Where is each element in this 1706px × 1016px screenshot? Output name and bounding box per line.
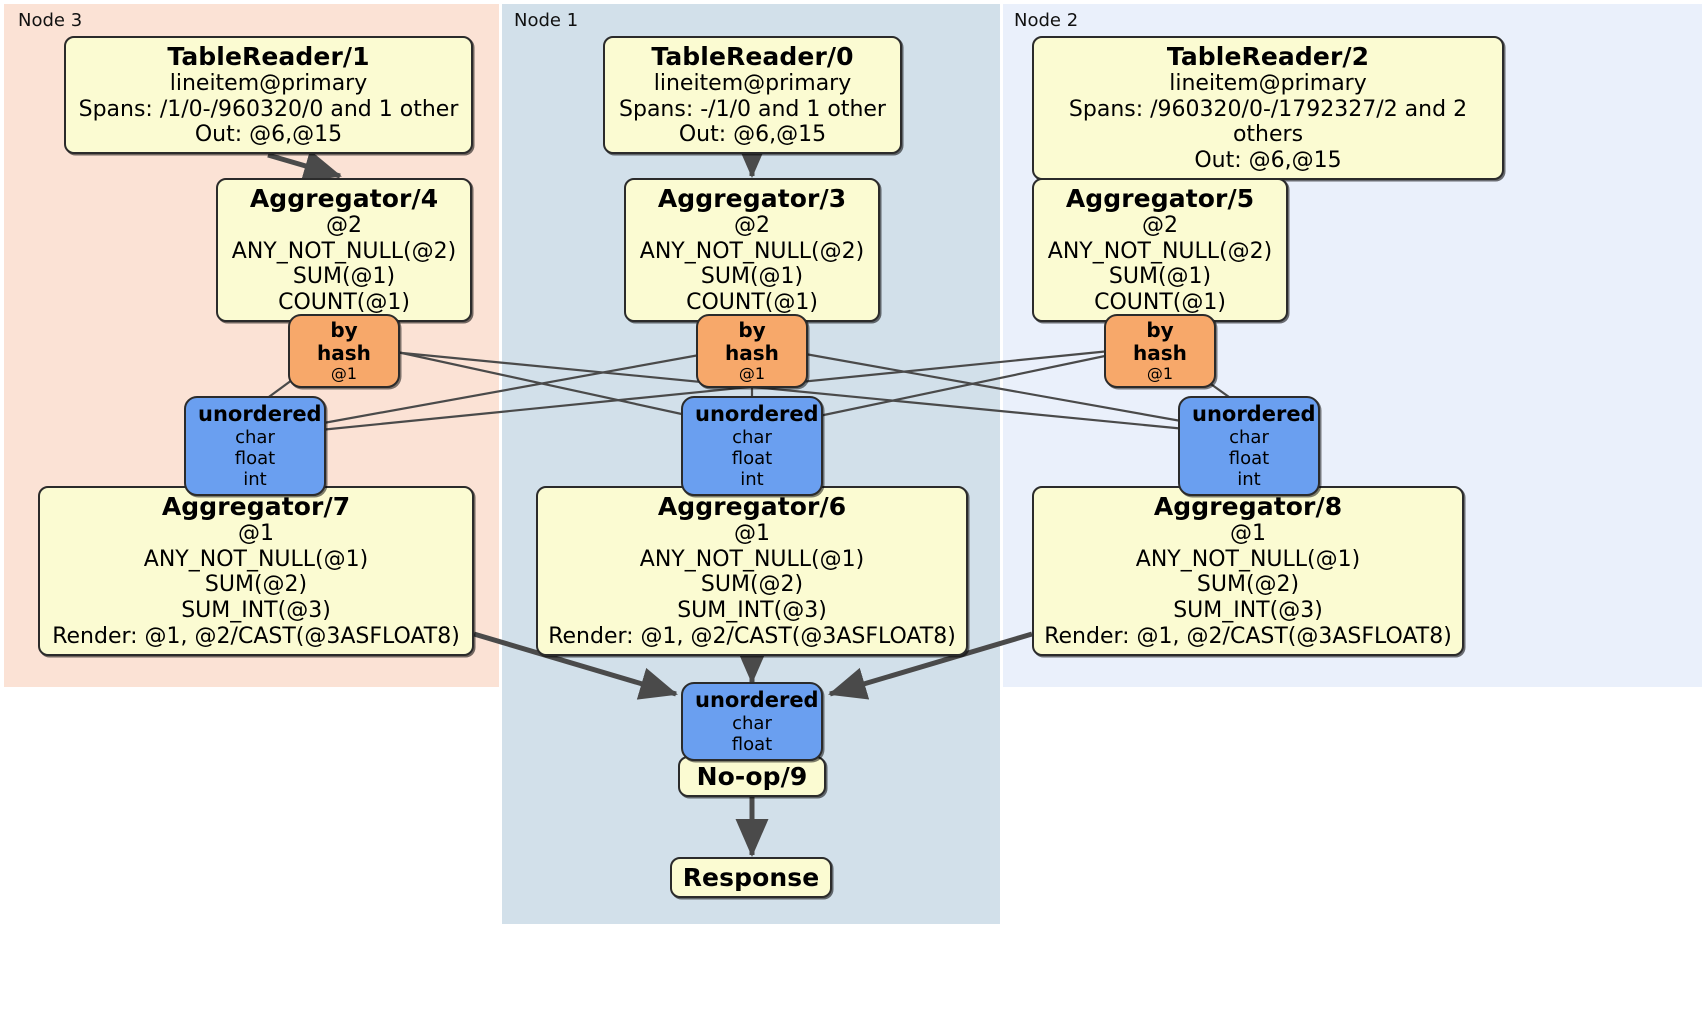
processor-agg-2: SUM(@1) — [1108, 264, 1212, 290]
processor-title: Aggregator/5 — [1065, 184, 1255, 213]
processor-table: lineitem@primary — [169, 71, 368, 96]
sync-type-1: char — [235, 426, 275, 448]
sync-title: unordered — [695, 402, 819, 426]
processor-response[interactable]: Response — [670, 857, 832, 898]
output-router-by-hash-node-1[interactable]: by hash @1 — [696, 314, 808, 389]
processor-aggregator-4[interactable]: Aggregator/4 @2 ANY_NOT_NULL(@2) SUM(@1)… — [216, 178, 472, 322]
router-column: @1 — [738, 364, 766, 383]
processor-tablereader-node-1[interactable]: TableReader/0 lineitem@primary Spans: -/… — [603, 36, 902, 155]
sync-type-2: float — [731, 734, 773, 755]
processor-no-op-9[interactable]: No-op/9 — [678, 756, 826, 797]
sync-type-1: char — [732, 426, 772, 448]
processor-group-col: @1 — [238, 521, 274, 546]
processor-spans: Spans: -/1/0 and 1 other — [619, 96, 886, 122]
router-column: @1 — [330, 364, 358, 383]
sync-type-2: float — [731, 448, 773, 469]
output-router-by-hash-node-3[interactable]: by hash @1 — [288, 314, 400, 389]
processor-title: Response — [682, 863, 820, 892]
sync-type-3: int — [1237, 469, 1261, 491]
router-column: @1 — [1146, 364, 1174, 383]
processor-aggregator-7[interactable]: Aggregator/7 @1 ANY_NOT_NULL(@1) SUM(@2)… — [38, 486, 474, 656]
sync-type-3: int — [243, 469, 267, 491]
swimlane-label-node-2: Node 2 — [1014, 10, 1079, 31]
processor-agg-2: SUM(@2) — [204, 572, 308, 598]
sync-type-2: float — [1228, 448, 1270, 469]
processor-agg-2: SUM(@2) — [1196, 572, 1300, 598]
processor-agg-1: ANY_NOT_NULL(@2) — [639, 238, 865, 264]
input-sync-unordered-final[interactable]: unordered char float — [681, 682, 823, 762]
sync-type-2: float — [234, 448, 276, 469]
output-router-by-hash-node-2[interactable]: by hash @1 — [1104, 314, 1216, 389]
processor-table: lineitem@primary — [1169, 71, 1367, 96]
processor-title: TableReader/0 — [651, 42, 854, 71]
processor-out: Out: @6,@15 — [194, 122, 343, 148]
processor-title: Aggregator/6 — [657, 492, 847, 521]
input-sync-unordered-node-1[interactable]: unordered char float int — [681, 396, 823, 497]
processor-agg-3: SUM_INT(@3) — [1173, 598, 1323, 624]
processor-agg-3: COUNT(@1) — [686, 290, 818, 316]
processor-title: Aggregator/8 — [1153, 492, 1343, 521]
processor-agg-3: SUM_INT(@3) — [181, 598, 331, 624]
sync-type-3: int — [740, 469, 764, 491]
router-title: by hash — [1133, 318, 1187, 365]
processor-render: Render: @1, @2/CAST(@3ASFLOAT8) — [548, 623, 956, 649]
processor-tablereader-node-3[interactable]: TableReader/1 lineitem@primary Spans: /1… — [64, 36, 473, 155]
processor-table: lineitem@primary — [653, 71, 852, 96]
processor-agg-1: ANY_NOT_NULL(@2) — [231, 238, 457, 264]
input-sync-unordered-node-2[interactable]: unordered char float int — [1178, 396, 1320, 497]
router-title: by hash — [317, 318, 371, 365]
processor-title: TableReader/1 — [167, 42, 370, 71]
processor-agg-2: SUM(@2) — [700, 572, 804, 598]
processor-spans: Spans: /1/0-/960320/0 and 1 other — [78, 96, 459, 122]
processor-group-col: @1 — [1230, 521, 1266, 546]
sync-title: unordered — [1192, 402, 1316, 426]
processor-render: Render: @1, @2/CAST(@3ASFLOAT8) — [52, 623, 460, 649]
processor-agg-3: COUNT(@1) — [1094, 290, 1226, 316]
processor-aggregator-8[interactable]: Aggregator/8 @1 ANY_NOT_NULL(@1) SUM(@2)… — [1032, 486, 1464, 656]
processor-out: Out: @6,@15 — [678, 122, 827, 148]
processor-agg-1: ANY_NOT_NULL(@1) — [1135, 546, 1361, 572]
processor-agg-3: SUM_INT(@3) — [677, 598, 827, 624]
input-sync-unordered-node-3[interactable]: unordered char float int — [184, 396, 326, 497]
processor-aggregator-5[interactable]: Aggregator/5 @2 ANY_NOT_NULL(@2) SUM(@1)… — [1032, 178, 1288, 322]
processor-agg-1: ANY_NOT_NULL(@1) — [143, 546, 369, 572]
processor-render: Render: @1, @2/CAST(@3ASFLOAT8) — [1044, 623, 1452, 649]
sync-type-1: char — [1229, 426, 1269, 448]
processor-aggregator-6[interactable]: Aggregator/6 @1 ANY_NOT_NULL(@1) SUM(@2)… — [536, 486, 968, 656]
processor-spans: Spans: /960320/0-/1792327/2 and 2 others — [1068, 96, 1468, 148]
processor-agg-3: COUNT(@1) — [278, 290, 410, 316]
processor-group-col: @2 — [734, 213, 770, 238]
processor-aggregator-3[interactable]: Aggregator/3 @2 ANY_NOT_NULL(@2) SUM(@1)… — [624, 178, 880, 322]
processor-agg-1: ANY_NOT_NULL(@1) — [639, 546, 865, 572]
processor-group-col: @1 — [734, 521, 770, 546]
processor-out: Out: @6,@15 — [1194, 148, 1342, 174]
processor-group-col: @2 — [326, 213, 362, 238]
processor-agg-2: SUM(@1) — [292, 264, 396, 290]
processor-agg-1: ANY_NOT_NULL(@2) — [1047, 238, 1273, 264]
processor-title: Aggregator/4 — [249, 184, 439, 213]
sync-title: unordered — [198, 402, 322, 426]
swimlane-label-node-3: Node 3 — [18, 10, 83, 31]
router-title: by hash — [725, 318, 779, 365]
processor-title: No-op/9 — [696, 762, 808, 791]
processor-title: Aggregator/3 — [657, 184, 847, 213]
processor-tablereader-node-2[interactable]: TableReader/2 lineitem@primary Spans: /9… — [1032, 36, 1504, 180]
processor-title: Aggregator/7 — [161, 492, 351, 521]
processor-title: TableReader/2 — [1166, 42, 1370, 71]
processor-group-col: @2 — [1142, 213, 1178, 238]
sync-title: unordered — [695, 688, 819, 712]
sync-type-1: char — [732, 712, 772, 734]
swimlane-label-node-1: Node 1 — [514, 10, 579, 31]
processor-agg-2: SUM(@1) — [700, 264, 804, 290]
